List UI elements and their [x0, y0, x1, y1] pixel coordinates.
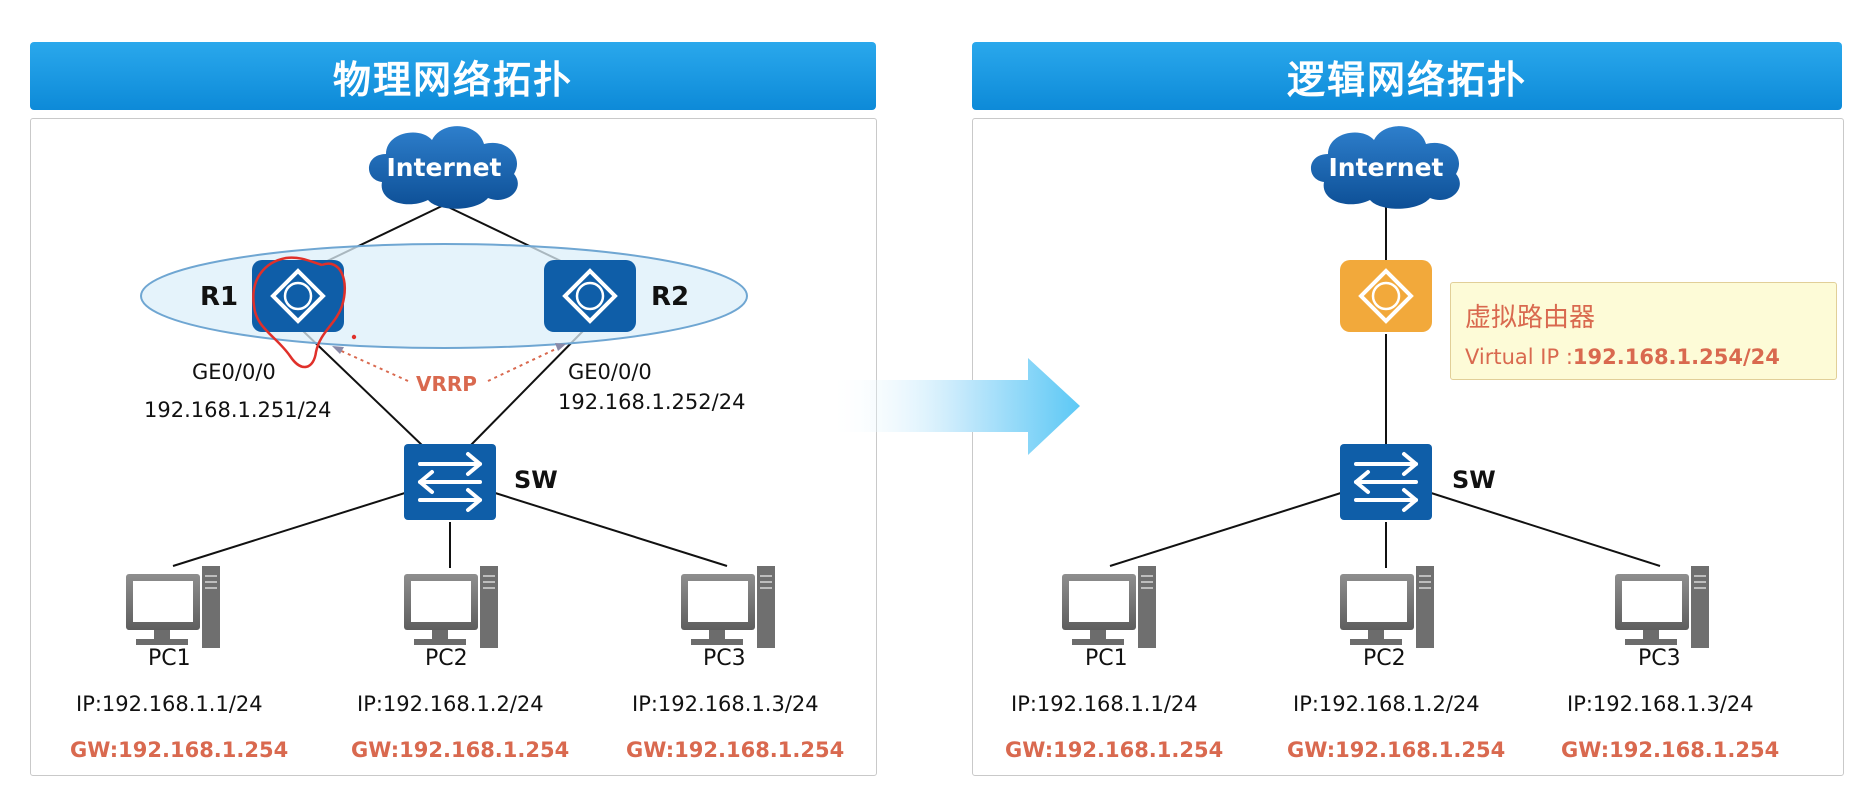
virtual-router-callout: 虚拟路由器 Virtual IP :192.168.1.254/24	[1450, 282, 1837, 380]
pc3-ip: IP:192.168.1.3/24	[632, 692, 819, 716]
logical-pc2-name: PC2	[1363, 646, 1406, 671]
annotation-dot	[351, 334, 357, 340]
logical-pc3-gateway: GW:192.168.1.254	[1561, 738, 1780, 762]
pc1-ip: IP:192.168.1.1/24	[76, 692, 263, 716]
virtual-ip-line: Virtual IP :192.168.1.254/24	[1465, 345, 1780, 369]
virtual-ip-label: Virtual IP :	[1465, 345, 1573, 369]
transition-arrow	[828, 358, 1080, 455]
r2-interface-label: GE0/0/0	[568, 360, 652, 384]
logical-pc1-icon	[1061, 565, 1157, 649]
switch-sw-icon	[402, 442, 498, 522]
pc1-gateway: GW:192.168.1.254	[70, 738, 289, 762]
pc2-ip: IP:192.168.1.2/24	[357, 692, 544, 716]
physical-topology-header: 物理网络拓扑	[30, 42, 876, 110]
pc1-icon	[125, 565, 221, 649]
pc3-name: PC3	[703, 646, 746, 671]
pc2-name: PC2	[425, 646, 468, 671]
pc3-gateway: GW:192.168.1.254	[626, 738, 845, 762]
logical-pc2-gateway: GW:192.168.1.254	[1287, 738, 1506, 762]
sw-label: SW	[514, 466, 558, 494]
logical-pc3-icon	[1614, 565, 1710, 649]
router-r2-icon	[542, 258, 638, 334]
r2-ip-label: 192.168.1.252/24	[558, 390, 746, 414]
logical-switch-sw-icon	[1338, 442, 1434, 522]
virtual-ip-value: 192.168.1.254/24	[1572, 345, 1780, 369]
pc2-icon	[403, 565, 499, 649]
vrrp-heartbeat-arrows	[336, 346, 561, 382]
r1-label: R1	[200, 282, 239, 312]
logical-internet-label: Internet	[1328, 153, 1443, 182]
logical-pc3-name: PC3	[1638, 646, 1681, 671]
r1-ip-label: 192.168.1.251/24	[144, 398, 332, 422]
logical-pc2-icon	[1339, 565, 1435, 649]
logical-pc1-ip: IP:192.168.1.1/24	[1011, 692, 1198, 716]
logical-pc3-ip: IP:192.168.1.3/24	[1567, 692, 1754, 716]
pc3-icon	[680, 565, 776, 649]
logical-pc2-ip: IP:192.168.1.2/24	[1293, 692, 1480, 716]
pc2-gateway: GW:192.168.1.254	[351, 738, 570, 762]
router-r1-icon	[250, 258, 346, 334]
internet-label: Internet	[386, 153, 501, 182]
logical-links	[1109, 200, 1661, 568]
logical-sw-label: SW	[1452, 466, 1496, 494]
virtual-router-title: 虚拟路由器	[1465, 303, 1596, 333]
logical-pc1-name: PC1	[1085, 646, 1128, 671]
r2-label: R2	[651, 282, 690, 312]
virtual-router-icon	[1338, 258, 1434, 334]
r1-interface-label: GE0/0/0	[192, 360, 276, 384]
pc1-name: PC1	[148, 646, 191, 671]
logical-topology-header: 逻辑网络拓扑	[972, 42, 1842, 110]
annotation-circle	[252, 256, 347, 369]
vrrp-label: VRRP	[416, 372, 477, 396]
logical-pc1-gateway: GW:192.168.1.254	[1005, 738, 1224, 762]
